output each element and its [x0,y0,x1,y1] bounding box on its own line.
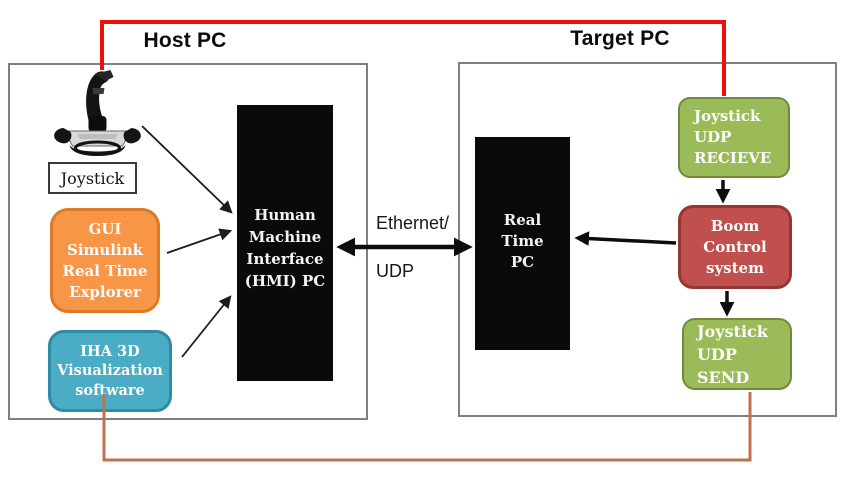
boom-control-line: Boom [710,216,760,235]
boom-control-box: Boom Control system [678,205,792,289]
udp-send-line: Joystick [697,321,768,341]
udp-receive-line: RECIEVE [694,149,772,167]
gui-simulink-line: Real Time [62,261,148,280]
ethernet-label: Ethernet/ [376,213,450,233]
gui-simulink-line: Simulink [66,240,143,259]
joystick-udp-send-box: Joystick UDP SEND [682,318,792,390]
udp-label: UDP [376,261,415,281]
hmi-line: Human [254,206,316,224]
boom-control-line: system [706,258,764,277]
realtime-line: PC [510,253,535,271]
hmi-pc-box: Human Machine Interface (HMI) PC [237,105,333,381]
iha-3d-line: IHA 3D [80,342,140,360]
realtime-line: Time [501,232,544,250]
udp-send-line: UDP SEND [697,344,750,387]
iha-3d-visualization-box: IHA 3D Visualization software [48,330,172,412]
target-pc-title: Target PC [570,27,670,50]
realtime-line: Real [503,211,542,229]
gui-simulink-line: Explorer [69,282,141,301]
iha-3d-line: Visualization [57,362,163,380]
hmi-line: (HMI) PC [244,272,326,290]
gui-simulink-line: GUI [88,219,122,238]
host-pc-title: Host PC [143,29,227,52]
udp-receive-line: UDP [694,128,732,146]
udp-receive-line: Joystick [694,107,761,125]
joystick-label: Joystick [48,162,137,194]
joystick-image [54,70,141,156]
hmi-line: Interface [246,250,324,268]
boom-control-line: Control [703,237,767,256]
joystick-udp-receive-box: Joystick UDP RECIEVE [678,97,790,178]
gui-simulink-box: GUI Simulink Real Time Explorer [50,208,160,313]
hmi-line: Machine [248,228,322,246]
realtime-pc-box: Real Time PC [475,137,570,350]
iha-3d-line: software [75,381,145,399]
